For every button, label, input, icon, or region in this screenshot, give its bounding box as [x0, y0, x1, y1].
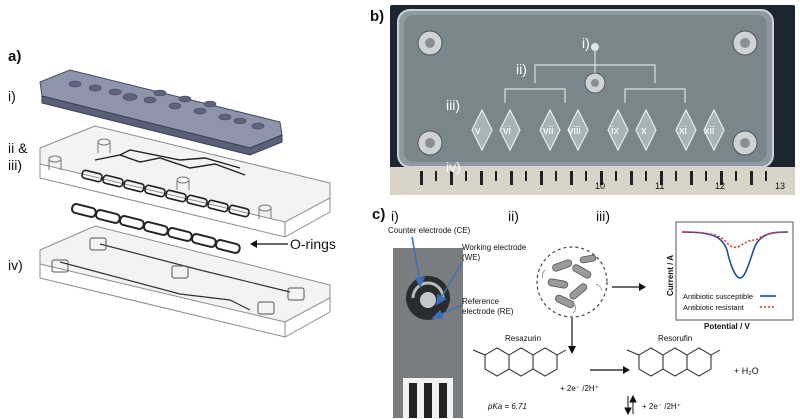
plot-ylabel: Current / A: [666, 254, 675, 296]
chamber-label: v: [475, 125, 481, 137]
resorufin-label: Resorufin: [658, 334, 693, 343]
resorufin-structure: [626, 347, 721, 377]
chamber-label: ix: [611, 125, 619, 137]
water-label: + H₂O: [734, 366, 759, 376]
panel-a-label-i: i): [8, 88, 16, 104]
electrode-photo: [393, 248, 463, 418]
panel-b-label-iii: iii): [446, 97, 460, 113]
legend-susceptible: Antibiotic susceptible: [683, 292, 754, 301]
clamp-plate: [39, 69, 283, 156]
orings-label: O-rings: [290, 236, 336, 252]
chamber-label: viii: [568, 125, 581, 137]
panel-b-letter: b): [370, 8, 385, 25]
chamber-label: vi: [503, 125, 511, 137]
electrode-layer: [39, 225, 331, 338]
electrons-label-2: + 2e⁻ /2H⁺: [642, 402, 681, 411]
panel-a-label-iv: iv): [8, 257, 23, 273]
ruler-number: 11: [655, 181, 665, 191]
panel-a-label-ii: ii &: [8, 140, 28, 156]
exploded-chip-diagram: [39, 69, 331, 338]
plot-xlabel: Potential / V: [704, 322, 750, 331]
counter-electrode-label: Counter electrode (CE): [388, 226, 471, 235]
panel-c-letter: c): [372, 206, 386, 223]
pka-label: pKa = 6.71: [488, 402, 527, 411]
chamber-label: vii: [543, 125, 554, 137]
chamber-label: xi: [679, 125, 687, 137]
channel-layer: [39, 125, 331, 238]
chamber-label: x: [641, 125, 647, 137]
resazurin-structure: [472, 347, 567, 377]
panel-b-label-iv: iv): [446, 159, 461, 175]
legend-resistant: Antibiotic resistant: [683, 303, 744, 312]
reference-electrode-label: Reference electrode (RE): [462, 297, 514, 316]
bacteria-circle: [536, 246, 608, 318]
ruler-number: 13: [775, 181, 786, 191]
o-rings: [70, 203, 241, 254]
electrons-label-1: + 2e⁻ /2H⁺: [560, 384, 599, 393]
chip-photo: i) ii) iii) iv) v vi vii viii ix x xi xi…: [390, 5, 795, 195]
chamber-label: xii: [704, 125, 715, 137]
panel-b-label-ii: ii): [516, 61, 527, 77]
panel-a-label-iii: iii): [8, 157, 22, 173]
panel-b-label-i: i): [582, 35, 590, 51]
ruler-number: 12: [715, 181, 726, 191]
chamber-rings: [81, 169, 250, 218]
working-electrode-label: Working electrode (WE): [462, 243, 527, 262]
panel-c-label-ii: ii): [508, 208, 519, 224]
resazurin-label: Resazurin: [505, 334, 542, 343]
panel-c-label-iii: iii): [596, 208, 610, 224]
panel-c-label-i: i): [391, 208, 399, 224]
panel-a-letter: a): [8, 48, 22, 65]
ruler-number: 10: [595, 181, 606, 191]
